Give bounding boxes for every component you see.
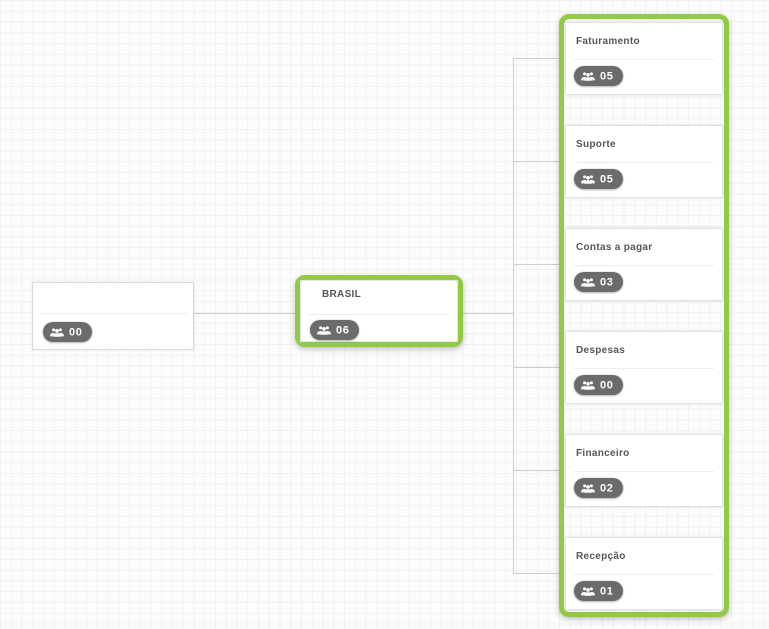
members-count: 05 (600, 70, 614, 82)
node-title: Faturamento (576, 36, 640, 47)
org-node-card[interactable]: Suporte 05 (565, 125, 723, 198)
connector-branch (513, 470, 559, 471)
divider (574, 162, 714, 163)
members-badge[interactable]: 00 (43, 322, 93, 342)
members-count: 05 (600, 173, 614, 185)
children-group-frame: Faturamento 05 Suporte 05 Contas a pagar… (559, 14, 729, 617)
org-node-root[interactable]: 00 (32, 282, 194, 350)
node-title: BRASIL (322, 289, 362, 300)
connector-branch (513, 58, 559, 59)
members-count: 02 (600, 482, 614, 494)
node-title: Financeiro (576, 448, 630, 459)
node-title: Suporte (576, 139, 616, 150)
node-title: Contas a pagar (576, 242, 653, 253)
users-group-icon (581, 380, 595, 391)
users-group-icon (581, 586, 595, 597)
connector-branch (513, 161, 559, 162)
org-node-card[interactable]: Faturamento 05 (565, 22, 723, 95)
divider (574, 265, 714, 266)
org-node-card[interactable]: Contas a pagar 03 (565, 228, 723, 301)
users-group-icon (581, 174, 595, 185)
divider (574, 59, 714, 60)
org-node-card[interactable]: Despesas 00 (565, 331, 723, 404)
users-group-icon (581, 277, 595, 288)
org-node-selected-brasil[interactable]: BRASIL 06 (295, 275, 463, 347)
members-badge[interactable]: 05 (574, 169, 624, 189)
connector-trunk (513, 58, 514, 574)
divider (574, 574, 714, 575)
users-group-icon (581, 483, 595, 494)
connector-selected-to-trunk (463, 313, 513, 314)
users-group-icon (50, 327, 64, 338)
members-count: 01 (600, 585, 614, 597)
divider (39, 313, 187, 314)
connector-branch (513, 573, 559, 574)
members-count: 03 (600, 276, 614, 288)
users-group-icon (581, 71, 595, 82)
divider (308, 314, 450, 315)
connector-root-to-selected (192, 313, 295, 314)
node-title: Despesas (576, 345, 626, 356)
members-badge[interactable]: 02 (574, 478, 624, 498)
members-count: 00 (69, 326, 83, 338)
members-badge[interactable]: 03 (574, 272, 624, 292)
divider (574, 368, 714, 369)
members-badge[interactable]: 05 (574, 66, 624, 86)
org-node-card[interactable]: Recepção 01 (565, 537, 723, 610)
org-node-card[interactable]: Financeiro 02 (565, 434, 723, 507)
members-count: 06 (336, 324, 350, 336)
members-badge[interactable]: 01 (574, 581, 624, 601)
connector-branch (513, 264, 559, 265)
members-badge[interactable]: 06 (310, 320, 360, 340)
connector-branch (513, 367, 559, 368)
users-group-icon (317, 325, 331, 336)
divider (574, 471, 714, 472)
node-title: Recepção (576, 551, 626, 562)
members-count: 00 (600, 379, 614, 391)
members-badge[interactable]: 00 (574, 375, 624, 395)
